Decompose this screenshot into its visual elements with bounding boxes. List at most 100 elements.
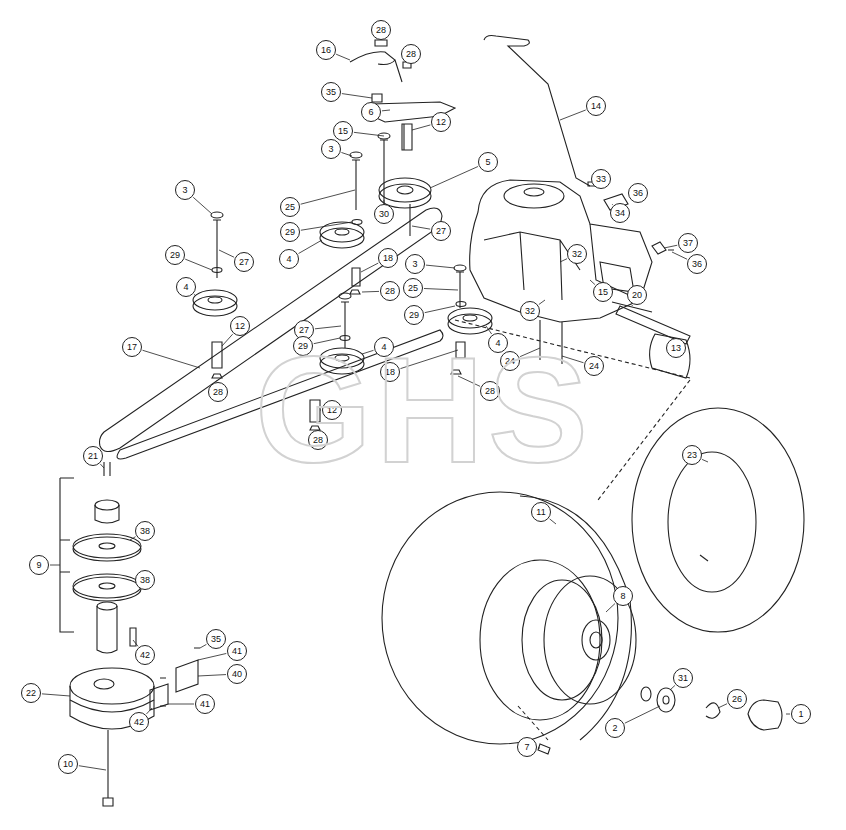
callout-number: 36	[687, 254, 707, 274]
callout-number: 5	[478, 152, 498, 172]
leader-line	[193, 197, 212, 214]
callout-number: 32	[567, 244, 587, 264]
callout-number: 6	[361, 102, 381, 122]
leader-line	[341, 152, 352, 156]
leader-line	[336, 54, 350, 60]
leader-line	[194, 294, 196, 296]
callout-number: 29	[165, 245, 185, 265]
callout-number: 18	[378, 248, 398, 268]
leader-line	[301, 222, 352, 230]
callout-number: 2	[605, 718, 625, 738]
leader-line	[425, 306, 455, 313]
leader-line	[217, 380, 218, 381]
leader-line	[424, 288, 458, 290]
callout-number: 15	[593, 282, 613, 302]
callout-number: 3	[405, 254, 425, 274]
callout-number: 38	[135, 521, 155, 541]
callout-number: 29	[404, 305, 424, 325]
leader-line	[362, 291, 379, 293]
leader-line	[786, 714, 790, 715]
callout-number: 35	[206, 629, 226, 649]
leader-line	[143, 350, 200, 368]
leader-line	[200, 644, 206, 648]
leader-line	[185, 259, 212, 270]
leader-line	[354, 132, 384, 136]
callout-number: 40	[227, 664, 247, 684]
callout-number: 42	[129, 712, 149, 732]
leader-line	[342, 94, 372, 98]
watermark: GHS	[255, 335, 592, 485]
leader-line	[168, 704, 194, 705]
leader-line	[301, 190, 355, 204]
leader-line	[412, 125, 430, 130]
callout-number: 4	[176, 277, 196, 297]
leader-line	[539, 300, 545, 304]
callout-number: 21	[83, 446, 103, 466]
leader-line	[315, 326, 341, 329]
callout-number: 27	[431, 221, 451, 241]
callout-number: 28	[380, 281, 400, 301]
leader-line	[550, 519, 556, 524]
leader-line	[198, 675, 226, 676]
callout-number: 31	[673, 668, 693, 688]
leader-line	[702, 459, 708, 462]
callout-number: 42	[135, 645, 155, 665]
leader-line	[412, 226, 430, 229]
callout-number: 28	[401, 44, 421, 64]
callout-number: 11	[531, 502, 551, 522]
leader-lines	[42, 54, 790, 770]
callout-number: 3	[175, 180, 195, 200]
callout-number: 28	[208, 382, 228, 402]
leader-line	[606, 604, 615, 612]
leader-line	[361, 263, 378, 272]
callout-number: 8	[613, 586, 633, 606]
callout-number: 25	[403, 278, 423, 298]
callout-number: 10	[58, 754, 78, 774]
callout-number: 1	[791, 704, 811, 724]
leader-line	[538, 747, 540, 748]
callout-number: 16	[316, 40, 336, 60]
callout-number: 23	[682, 445, 702, 465]
callout-number: 15	[333, 121, 353, 141]
leader-line	[146, 708, 152, 714]
leader-line	[130, 537, 136, 540]
callout-number: 7	[517, 737, 537, 757]
callout-number: 20	[627, 285, 647, 305]
callout-number: 28	[371, 20, 391, 40]
leader-line	[664, 245, 677, 248]
callout-number: 13	[666, 338, 686, 358]
callout-number: 34	[610, 203, 630, 223]
callout-number: 29	[280, 222, 300, 242]
leader-line	[219, 250, 234, 257]
callout-number: 9	[29, 555, 49, 575]
leader-line	[79, 766, 106, 770]
leader-line	[590, 280, 595, 285]
callout-number: 35	[321, 82, 341, 102]
callout-number: 36	[628, 183, 648, 203]
leader-line	[625, 706, 660, 723]
callout-number: 12	[431, 112, 451, 132]
leader-line	[198, 653, 226, 660]
leader-line	[222, 334, 233, 346]
leader-line	[100, 464, 104, 468]
callout-number: 22	[21, 683, 41, 703]
callout-number: 14	[586, 96, 606, 116]
leader-line	[560, 110, 586, 120]
leader-line	[50, 565, 60, 566]
leader-line	[560, 259, 567, 262]
leader-line	[42, 694, 70, 696]
leader-line	[632, 305, 633, 307]
callout-number: 26	[727, 689, 747, 709]
callout-number: 41	[195, 694, 215, 714]
callout-number: 12	[230, 316, 250, 336]
leader-line	[670, 685, 675, 690]
callout-number: 30	[374, 204, 394, 224]
leader-line	[133, 640, 138, 646]
callout-number: 32	[520, 301, 540, 321]
leader-line	[718, 704, 727, 708]
callout-number: 38	[135, 570, 155, 590]
leader-line	[382, 110, 390, 112]
leader-line	[430, 167, 478, 189]
callout-number: 25	[280, 197, 300, 217]
callout-number: 17	[122, 337, 142, 357]
